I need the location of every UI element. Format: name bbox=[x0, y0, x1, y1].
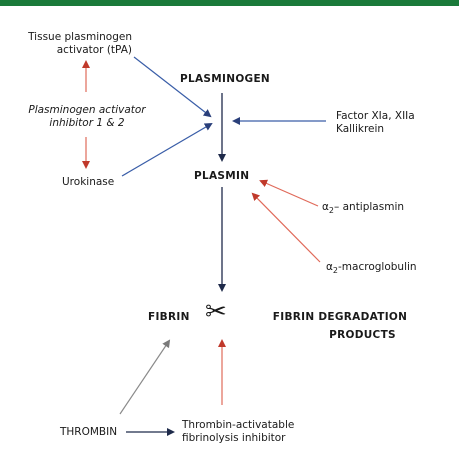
antiplasmin-label: α2– antiplasmin bbox=[322, 201, 404, 217]
tpa-label-line2: activator (tPA) bbox=[56, 44, 132, 56]
factor-label: Factor XIa, XIIa Kallikrein bbox=[336, 110, 415, 136]
arrow-tpa-to-plasminogen bbox=[133, 56, 212, 118]
arrow-thrombin-to-fibrin bbox=[119, 339, 171, 415]
tafi-label-line1: Thrombin-activatable bbox=[182, 419, 295, 431]
tafi-label: Thrombin-activatable fibrinolysis inhibi… bbox=[182, 419, 294, 445]
factor-label-line1: Factor XIa, XIIa bbox=[336, 110, 415, 122]
macroglobulin-text: -macroglobulin bbox=[338, 261, 417, 273]
tpa-label-line1: Tissue plasminogen bbox=[28, 31, 132, 43]
tpa-label: Tissue plasminogen activator (tPA) bbox=[14, 31, 132, 57]
alpha-subscript: 2 bbox=[332, 266, 339, 276]
macroglobulin-label: α2-macroglobulin bbox=[326, 261, 417, 277]
plasminogen-node: PLASMINOGEN bbox=[180, 73, 271, 85]
alpha-subscript: 2 bbox=[328, 206, 335, 216]
arrow-antiplasmin-to-plasmin bbox=[259, 179, 319, 207]
urokinase-label: Urokinase bbox=[62, 176, 115, 188]
arrow-urokinase-to-plasminogen bbox=[121, 122, 213, 177]
fibrin-node: FIBRIN bbox=[148, 311, 190, 323]
fdp-node-line1: FIBRIN DEGRADATION bbox=[272, 311, 408, 323]
tafi-label-line2: fibrinolysis inhibitor bbox=[182, 432, 286, 444]
fdp-node-line2: PRODUCTS bbox=[329, 329, 396, 341]
pai-label-line1: Plasminogen activator bbox=[28, 104, 146, 116]
alpha-symbol: α bbox=[322, 201, 329, 213]
factor-label-line2: Kallikrein bbox=[336, 123, 385, 135]
fdp-node: FIBRIN DEGRADATION PRODUCTS bbox=[255, 311, 425, 342]
arrow-macroglobulin-to-plasmin bbox=[251, 192, 321, 263]
plasmin-node: PLASMIN bbox=[194, 170, 250, 182]
pai-label: Plasminogen activator inhibitor 1 & 2 bbox=[12, 104, 162, 130]
antiplasmin-text: – antiplasmin bbox=[334, 201, 405, 213]
alpha-symbol: α bbox=[326, 261, 333, 273]
scissors-icon: ✂ bbox=[205, 297, 227, 327]
thrombin-node: THROMBIN bbox=[60, 426, 118, 438]
pai-label-line2: inhibitor 1 & 2 bbox=[49, 117, 125, 129]
header-bar bbox=[0, 0, 459, 6]
